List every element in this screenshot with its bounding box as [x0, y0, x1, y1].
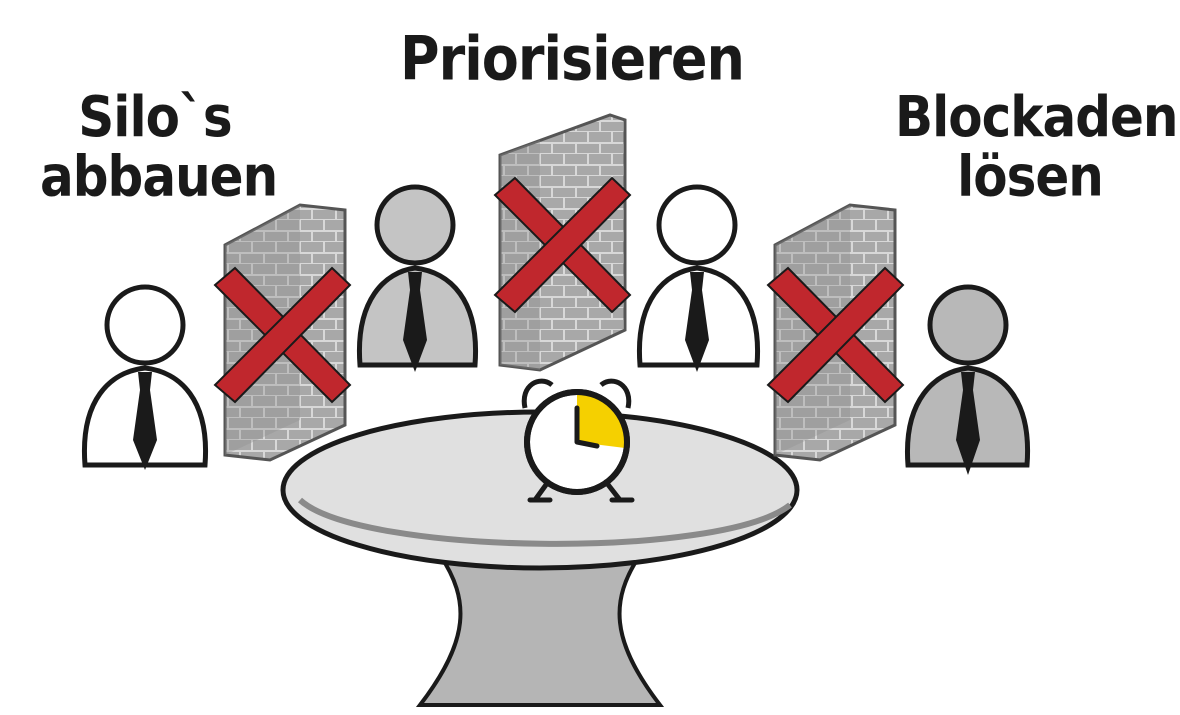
label-line: Blockaden	[895, 84, 1179, 150]
label-line: lösen	[957, 143, 1104, 209]
label-prioritize: Priorisieren	[400, 23, 745, 95]
alarm-clock-icon	[521, 378, 635, 503]
red-x-icon	[766, 266, 905, 404]
person-icon	[356, 184, 479, 372]
label-break-down-silos: Silo`s abbauen	[40, 84, 278, 209]
label-line: Priorisieren	[400, 23, 745, 95]
person-icon	[905, 284, 1031, 475]
red-x-icon	[493, 176, 632, 314]
label-line: Silo`s	[78, 84, 232, 150]
person-icon	[81, 284, 209, 470]
person-icon	[636, 184, 761, 372]
label-line: abbauen	[40, 143, 278, 209]
label-resolve-blockades: Blockaden lösen	[895, 84, 1179, 209]
red-x-icon	[213, 266, 352, 404]
